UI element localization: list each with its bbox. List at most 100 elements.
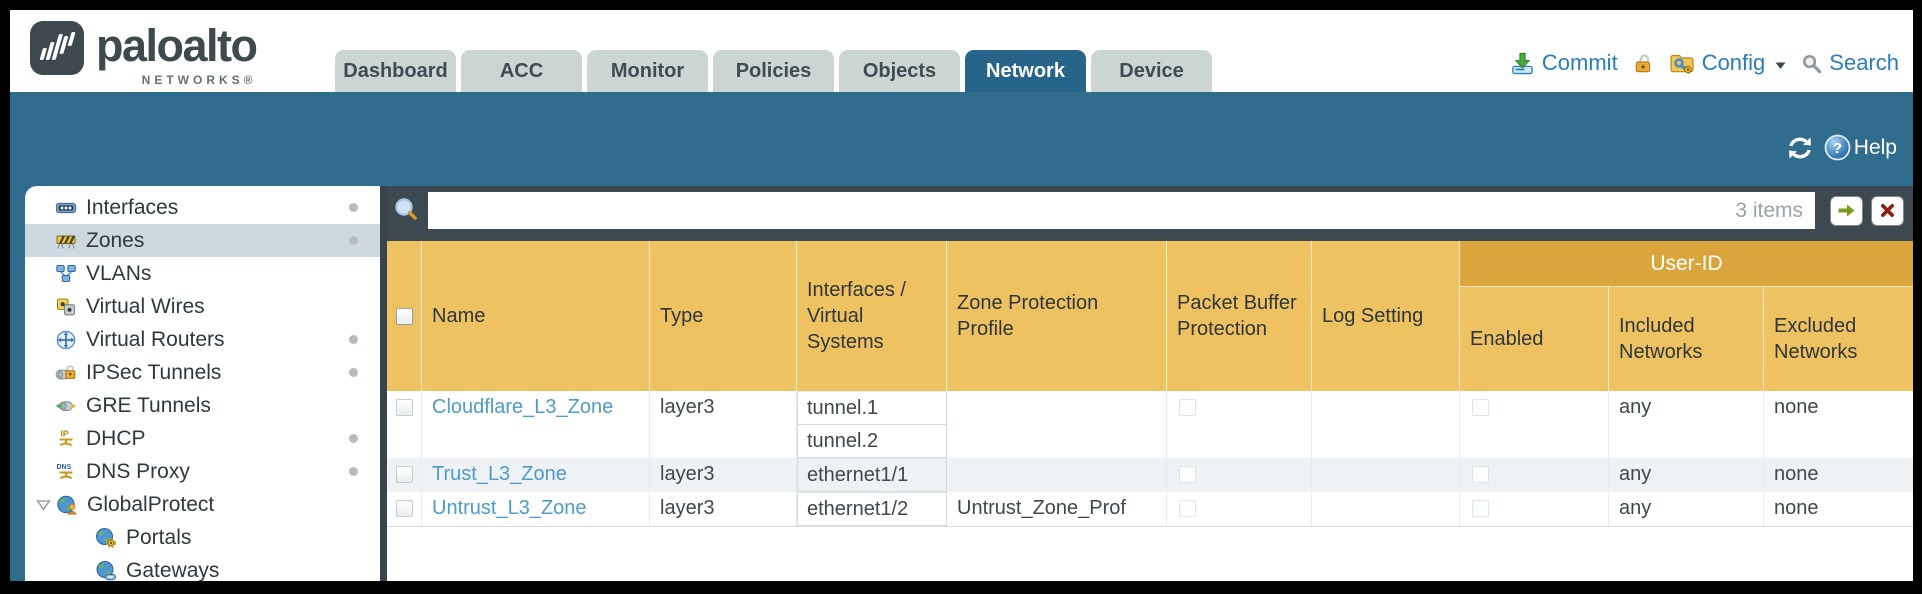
apply-filter-button[interactable] [1831, 196, 1862, 225]
zone-name-link[interactable]: Trust_L3_Zone [432, 463, 567, 485]
left-gutter [10, 186, 25, 581]
column-header-zone-protection-profile[interactable]: Zone Protection Profile [947, 241, 1167, 391]
column-header-excluded-networks[interactable]: Excluded Networks [1774, 315, 1858, 363]
sidebar-item-label: Portals [126, 525, 192, 549]
refresh-icon[interactable] [1786, 136, 1814, 160]
sidebar-item-gateways[interactable]: Gateways [25, 554, 380, 581]
banner-tools: ? Help [1786, 134, 1897, 161]
sidebar-splitter[interactable] [380, 186, 387, 581]
column-header-name[interactable]: Name [422, 241, 650, 391]
sidebar-item-dns-proxy[interactable]: DNS DNS Proxy [25, 455, 380, 488]
column-header-packet-buffer-protection[interactable]: Packet Buffer Protection [1167, 241, 1312, 391]
row-select-cell [387, 458, 422, 492]
sidebar-item-zones[interactable]: Zones [25, 224, 380, 257]
status-dot [349, 467, 358, 476]
tab-dashboard[interactable]: Dashboard [335, 50, 456, 92]
sidebar-item-ipsec-tunnels[interactable]: IPSec Tunnels [25, 356, 380, 389]
svg-text:IP: IP [61, 428, 69, 438]
user-id-enabled-cell [1460, 492, 1609, 526]
clear-x-icon [1880, 203, 1895, 218]
log-setting-cell [1312, 458, 1460, 492]
page-banner: ? Help [10, 92, 1913, 186]
select-all-checkbox[interactable] [395, 307, 413, 325]
column-header-log-setting[interactable]: Log Setting [1312, 241, 1460, 391]
vlans-icon [55, 263, 77, 285]
zone-name-link[interactable]: Cloudflare_L3_Zone [432, 396, 614, 418]
virtual-routers-icon [55, 329, 77, 351]
column-header-included-networks[interactable]: Included Networks [1609, 287, 1764, 391]
log-setting-cell [1312, 391, 1460, 458]
included-networks-cell: any [1609, 492, 1764, 526]
zone-type-cell: layer3 [650, 458, 797, 492]
tab-policies[interactable]: Policies [713, 50, 834, 92]
expander-triangle-icon[interactable] [36, 499, 51, 511]
header-utilities: Commit Config Search [1510, 50, 1899, 76]
tab-network[interactable]: Network [965, 50, 1086, 92]
user-id-enabled-checkbox[interactable] [1472, 500, 1489, 517]
ipsec-tunnels-icon [55, 362, 77, 384]
clear-filter-button[interactable] [1872, 196, 1903, 225]
packet-buffer-protection-checkbox[interactable] [1179, 500, 1196, 517]
filter-input[interactable] [428, 192, 1815, 229]
sidebar-item-label: GlobalProtect [87, 492, 215, 516]
row-select-cell [387, 492, 422, 526]
lock-icon[interactable] [1632, 52, 1655, 75]
help-button[interactable]: ? Help [1824, 134, 1897, 161]
sidebar-item-label: Interfaces [86, 195, 179, 219]
row-checkbox[interactable] [395, 500, 413, 517]
sidebar-item-label: IPSec Tunnels [86, 360, 222, 384]
dns-proxy-icon: DNS [55, 461, 77, 483]
sidebar-item-interfaces[interactable]: Interfaces [25, 191, 380, 224]
sidebar-item-label: DHCP [86, 426, 146, 450]
sidebar-item-portals[interactable]: Portals [25, 521, 380, 554]
sidebar-item-globalprotect[interactable]: GlobalProtect [25, 488, 380, 521]
tab-objects[interactable]: Objects [839, 50, 960, 92]
sidebar-item-label: DNS Proxy [86, 459, 190, 483]
svg-text:DNS: DNS [57, 464, 72, 471]
commit-button[interactable]: Commit [1510, 50, 1618, 76]
globalprotect-icon [56, 494, 78, 516]
zone-name-cell: Cloudflare_L3_Zone [422, 391, 650, 458]
packet-buffer-protection-checkbox[interactable] [1179, 466, 1196, 483]
status-dot [349, 236, 358, 245]
excluded-networks-cell: none [1774, 396, 1819, 418]
search-button[interactable]: Search [1801, 50, 1899, 76]
sidebar-item-gre-tunnels[interactable]: GRE Tunnels [25, 389, 380, 422]
tab-acc[interactable]: ACC [461, 50, 582, 92]
column-header-enabled[interactable]: Enabled [1460, 287, 1609, 391]
interface-item: tunnel.1 [797, 391, 947, 425]
row-checkbox[interactable] [395, 399, 413, 416]
interface-item: ethernet1/2 [797, 492, 947, 526]
row-select-cell [387, 391, 422, 458]
sidebar-item-virtual-wires[interactable]: Virtual Wires [25, 290, 380, 323]
help-icon: ? [1824, 134, 1851, 161]
items-count: 3 items [1735, 198, 1803, 222]
user-id-enabled-checkbox[interactable] [1472, 399, 1489, 416]
column-header-type[interactable]: Type [650, 241, 797, 391]
row-checkbox[interactable] [395, 466, 413, 483]
packet-buffer-protection-checkbox[interactable] [1179, 399, 1196, 416]
config-label: Config [1701, 50, 1766, 75]
tab-monitor[interactable]: Monitor [587, 50, 708, 92]
gateways-icon [95, 560, 117, 582]
config-icon [1669, 50, 1695, 76]
filter-bar: 3 items [387, 186, 1913, 241]
column-header-interfaces[interactable]: Interfaces / Virtual Systems [797, 241, 947, 391]
sidebar-item-virtual-routers[interactable]: Virtual Routers [25, 323, 380, 356]
sidebar-item-vlans[interactable]: VLANs [25, 257, 380, 290]
zone-type-cell: layer3 [650, 492, 797, 526]
sidebar-item-dhcp[interactable]: IP DHCP [25, 422, 380, 455]
included-networks-cell: any [1609, 391, 1764, 458]
tab-device[interactable]: Device [1091, 50, 1212, 92]
sidebar-item-label: Virtual Wires [86, 294, 205, 318]
user-id-enabled-checkbox[interactable] [1472, 466, 1489, 483]
svg-text:?: ? [1833, 140, 1842, 157]
zone-name-link[interactable]: Untrust_L3_Zone [432, 497, 587, 519]
column-group-user-id: User-ID [1460, 241, 1913, 287]
config-menu-button[interactable]: Config [1669, 50, 1788, 76]
sidebar-item-label: GRE Tunnels [86, 393, 211, 417]
status-dot [349, 335, 358, 344]
brand-name: paloalto [96, 20, 258, 71]
